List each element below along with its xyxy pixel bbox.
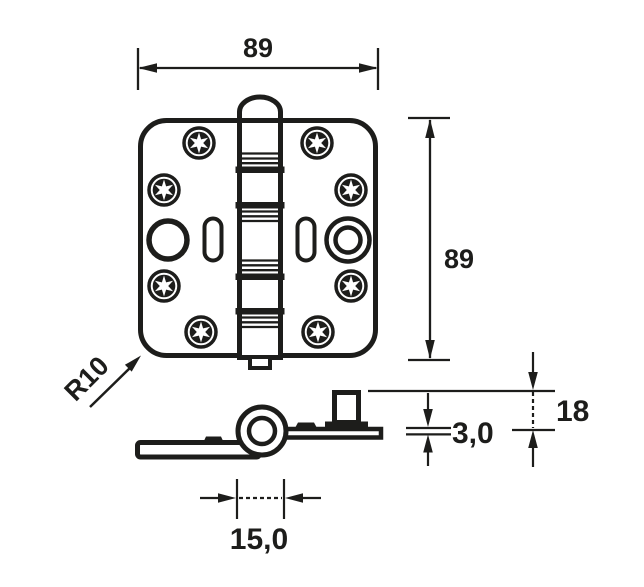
front-view (138, 94, 378, 370)
hinge-pin-bottom (248, 355, 272, 370)
side-view-knuckle (235, 404, 289, 458)
dimension-corner-radius-label: R10 (59, 351, 115, 407)
dimension-leaf-thickness: 3,0 (406, 393, 494, 466)
dimension-height: 89 (408, 116, 474, 362)
bearing-ring-lines (235, 152, 285, 329)
side-view (135, 390, 384, 460)
security-stud-flange (325, 421, 368, 429)
torx-screw-icon (301, 315, 335, 349)
dimension-total-thickness-label: 18 (556, 395, 589, 428)
torx-screw-icon (300, 126, 334, 160)
dimension-knuckle-diameter-label: 15,0 (230, 523, 288, 556)
torx-screw-icon (334, 173, 368, 207)
right-leaf-tab (295, 422, 317, 428)
dimension-width: 89 (136, 33, 380, 90)
torx-screw-icon (184, 315, 218, 349)
dimension-corner-radius: R10 (59, 351, 141, 408)
dimension-width-label: 89 (243, 33, 273, 63)
adjustment-slot (202, 216, 224, 263)
dimension-height-label: 89 (444, 244, 474, 274)
torx-screw-icon (147, 173, 181, 207)
bushing-hole (324, 216, 372, 264)
torx-screw-icon (334, 269, 368, 303)
side-view-right-leaf (282, 426, 384, 440)
dimension-total-thickness: 18 (368, 352, 589, 467)
dimension-knuckle-diameter: 15,0 (200, 479, 321, 556)
hinge-pin-cap (237, 94, 283, 120)
security-stud (332, 390, 361, 425)
torx-screw-icon (182, 126, 216, 160)
torx-screw-icon (147, 269, 181, 303)
dimension-leaf-thickness-label: 3,0 (452, 417, 494, 450)
left-leaf-tab (203, 436, 224, 443)
adjustment-slot (295, 216, 317, 263)
plain-hole (146, 218, 190, 262)
